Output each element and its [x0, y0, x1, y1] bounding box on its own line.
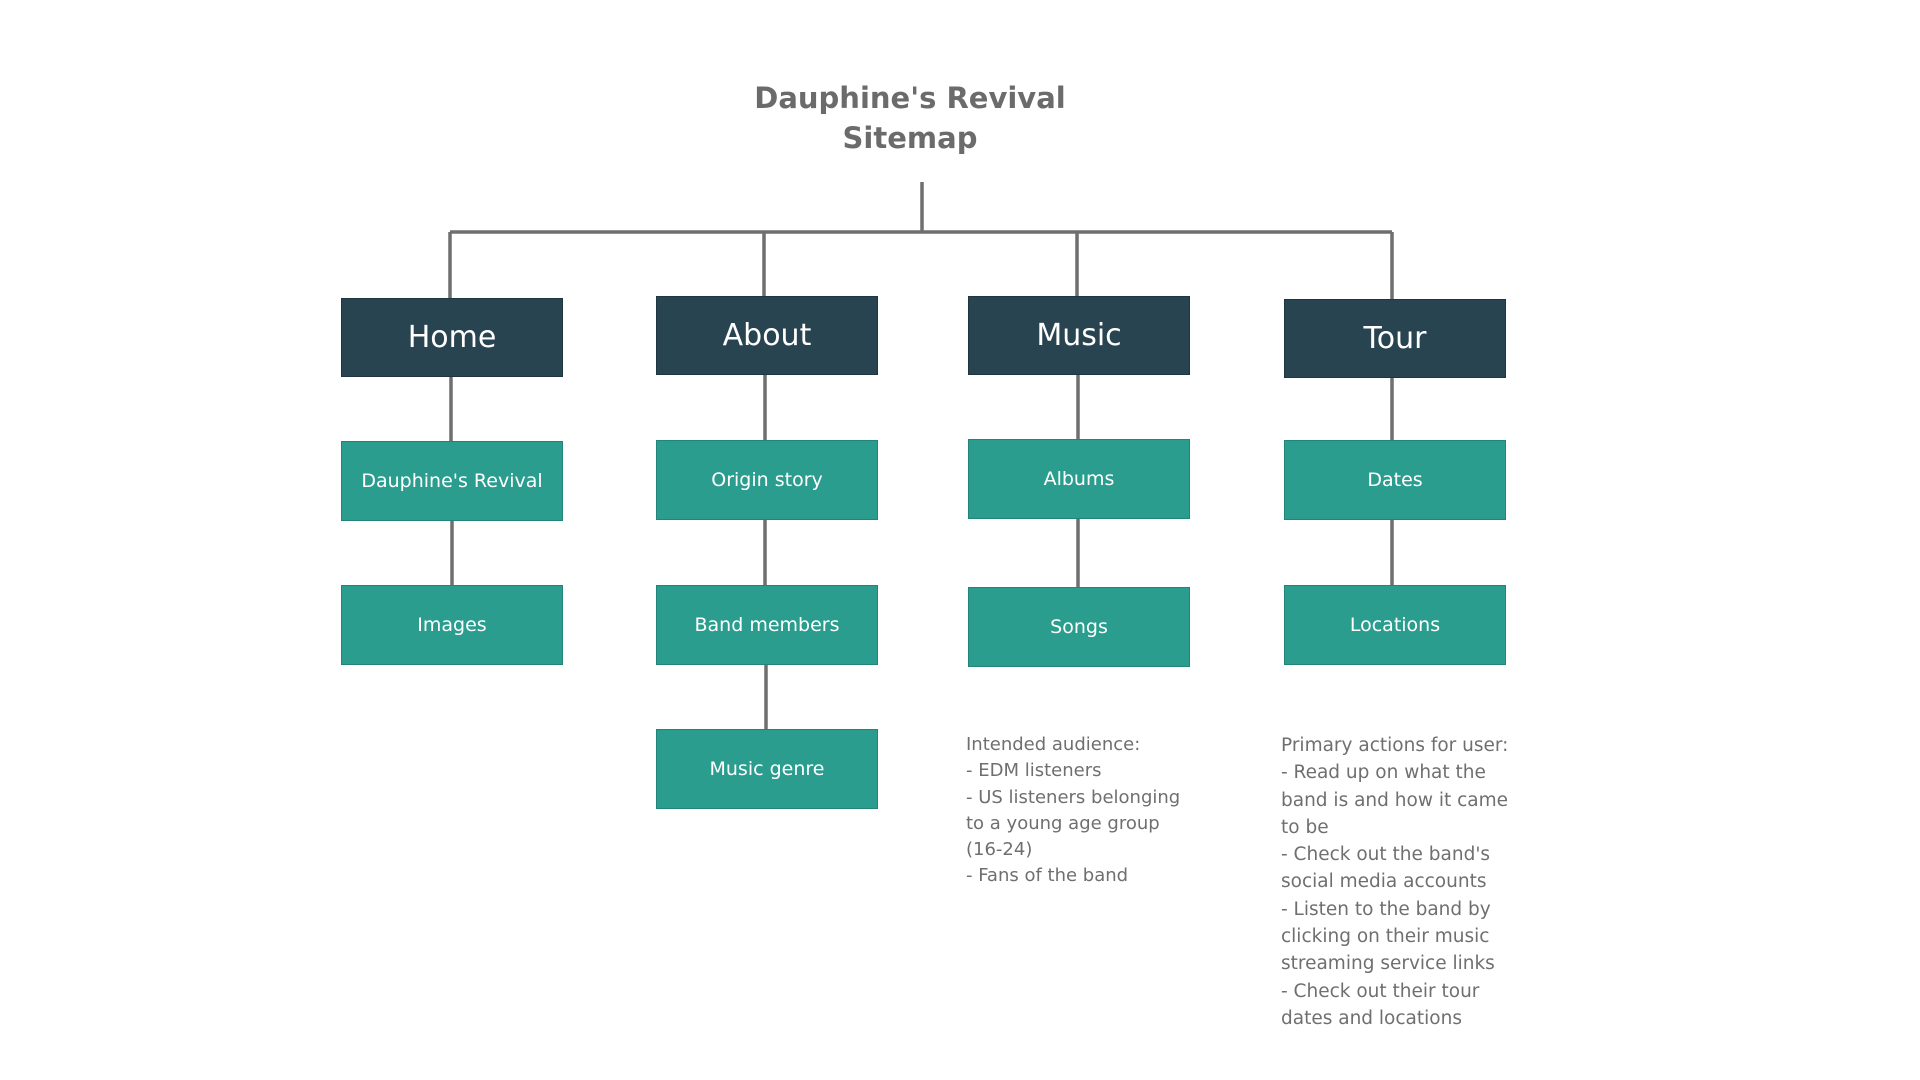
node-home-images: Images [341, 585, 563, 665]
node-music-albums: Albums [968, 439, 1190, 519]
node-about-band-members: Band members [656, 585, 878, 665]
sitemap-title: Dauphine's Revival Sitemap [754, 81, 1066, 155]
node-tour-dates: Dates [1284, 440, 1506, 520]
node-music-songs: Songs [968, 587, 1190, 667]
node-home: Home [341, 298, 563, 377]
node-about-music-genre: Music genre [656, 729, 878, 809]
intended-audience-note: Intended audience: - EDM listeners - US … [966, 734, 1181, 887]
node-home-dauphines-revival: Dauphine's Revival [341, 441, 563, 521]
node-music: Music [968, 296, 1190, 375]
node-tour-locations: Locations [1284, 585, 1506, 665]
node-tour: Tour [1284, 299, 1506, 378]
primary-actions-note: Primary actions for user: - Read up on w… [1281, 735, 1509, 1029]
node-about-origin-story: Origin story [656, 440, 878, 520]
node-about: About [656, 296, 878, 375]
